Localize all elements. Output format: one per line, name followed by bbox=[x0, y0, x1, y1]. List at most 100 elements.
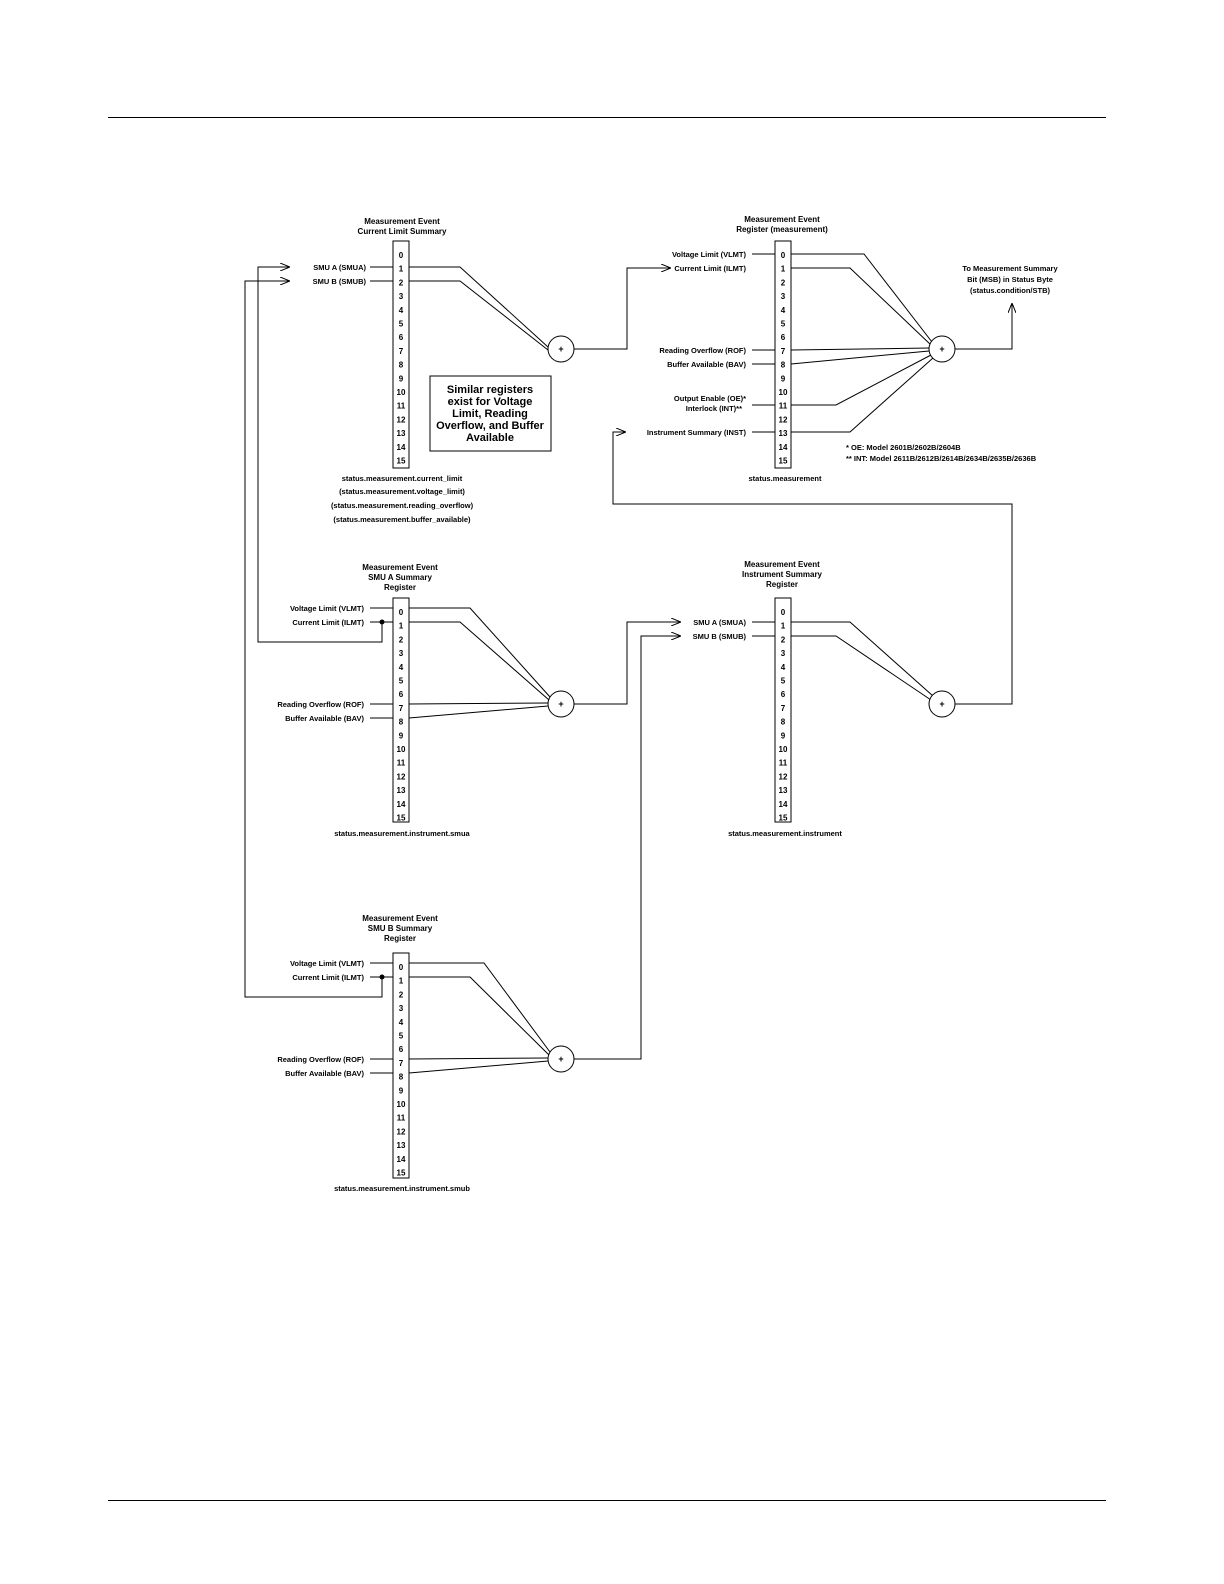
current-limit-to-measurement-wire bbox=[574, 268, 670, 350]
destination-line-3: (status.condition/STB) bbox=[970, 286, 1050, 295]
smub-ilmt-feedback-wire bbox=[244, 281, 383, 998]
instrument-bits-bit-13: 13 bbox=[779, 786, 788, 795]
current-limit-input-smub: SMU B (SMUB) bbox=[313, 277, 367, 286]
smub-bits-bit-8: 8 bbox=[399, 1073, 404, 1082]
header-rule bbox=[108, 117, 1106, 118]
instrument-bits-bit-4: 4 bbox=[781, 663, 786, 672]
current-limit-bits-bit-0: 0 bbox=[399, 251, 404, 260]
current-limit-register: Measurement Event Current Limit Summary … bbox=[313, 217, 575, 524]
smua-bits-bit-4: 4 bbox=[399, 663, 404, 672]
current-limit-input-smua: SMU A (SMUA) bbox=[313, 263, 366, 272]
smub-title-1: Measurement Event bbox=[362, 914, 438, 923]
current-limit-or-symbol: + bbox=[558, 344, 563, 354]
smua-bits-bit-14: 14 bbox=[397, 800, 406, 809]
measurement-bits-bit-7: 7 bbox=[781, 347, 786, 356]
measurement-register-name: status.measurement bbox=[749, 474, 822, 483]
measurement-bits-bit-13: 13 bbox=[779, 429, 788, 438]
current-limit-register-name: status.measurement.current_limit bbox=[342, 474, 463, 483]
measurement-bits-bit-3: 3 bbox=[781, 292, 786, 301]
instrument-bits-bit-1: 1 bbox=[781, 622, 786, 631]
smua-bits-bit-6: 6 bbox=[399, 690, 404, 699]
current-limit-bit-box bbox=[392, 240, 410, 469]
measurement-bits-bit-10: 10 bbox=[779, 388, 788, 397]
instrument-bits-bit-3: 3 bbox=[781, 649, 786, 658]
current-limit-bits-bit-12: 12 bbox=[397, 415, 406, 424]
measurement-bits-bit-0: 0 bbox=[781, 251, 786, 260]
instrument-bits-bit-14: 14 bbox=[779, 800, 788, 809]
smua-input-rof: Reading Overflow (ROF) bbox=[277, 700, 364, 709]
instrument-bits-bit-10: 10 bbox=[779, 745, 788, 754]
smub-to-instrument-wire bbox=[574, 636, 680, 1060]
measurement-bits-bit-1: 1 bbox=[781, 265, 786, 274]
measurement-input-int: Interlock (INT)** bbox=[686, 404, 742, 413]
smub-bits-bit-7: 7 bbox=[399, 1059, 404, 1068]
measurement-bits-bit-9: 9 bbox=[781, 374, 786, 383]
instrument-input-smua: SMU A (SMUA) bbox=[693, 618, 746, 627]
instrument-bits-bit-2: 2 bbox=[781, 635, 786, 644]
footnote-oe: * OE: Model 2601B/2602B/2604B bbox=[846, 443, 961, 452]
smua-register: Measurement Event SMU A Summary Register… bbox=[277, 563, 575, 838]
instrument-bits-bit-11: 11 bbox=[779, 759, 788, 768]
destination-line-1: To Measurement Summary bbox=[962, 264, 1058, 273]
smua-bits-bit-7: 7 bbox=[399, 704, 404, 713]
destination-line-2: Bit (MSB) in Status Byte bbox=[967, 275, 1053, 284]
instrument-bits-bit-7: 7 bbox=[781, 704, 786, 713]
smua-to-instrument-wire bbox=[574, 622, 680, 705]
similar-note-line-1: Similar registers bbox=[447, 384, 533, 396]
instrument-bits-bit-8: 8 bbox=[781, 718, 786, 727]
smua-bit-box bbox=[392, 597, 410, 823]
current-limit-title-1: Measurement Event bbox=[364, 217, 440, 226]
smua-bits-bit-3: 3 bbox=[399, 649, 404, 658]
voltage-limit-register-name: (status.measurement.voltage_limit) bbox=[339, 487, 465, 496]
measurement-input-vlmt: Voltage Limit (VLMT) bbox=[672, 250, 747, 259]
smub-input-bav: Buffer Available (BAV) bbox=[285, 1069, 364, 1078]
measurement-bits-bit-5: 5 bbox=[781, 320, 786, 329]
current-limit-title-2: Current Limit Summary bbox=[358, 227, 447, 236]
smub-bits-bit-4: 4 bbox=[399, 1018, 404, 1027]
current-limit-bits-bit-14: 14 bbox=[397, 443, 406, 452]
measurement-input-bav: Buffer Available (BAV) bbox=[667, 360, 746, 369]
buffer-available-register-name: (status.measurement.buffer_available) bbox=[333, 515, 471, 524]
smub-bits-bit-10: 10 bbox=[397, 1100, 406, 1109]
current-limit-bits-bit-5: 5 bbox=[399, 320, 404, 329]
measurement-bits-bit-11: 11 bbox=[779, 402, 788, 411]
smub-bits-bit-9: 9 bbox=[399, 1086, 404, 1095]
measurement-bits-bit-4: 4 bbox=[781, 306, 786, 315]
instrument-bits-bit-15: 15 bbox=[779, 814, 788, 823]
footnote-int: ** INT: Model 2611B/2612B/2614B/2634B/26… bbox=[846, 454, 1037, 463]
smub-bits-bit-0: 0 bbox=[399, 963, 404, 972]
similar-note-line-4: Overflow, and Buffer bbox=[436, 420, 544, 432]
smua-register-name: status.measurement.instrument.smua bbox=[334, 829, 470, 838]
smua-or-symbol: + bbox=[558, 699, 563, 709]
current-limit-bits-bit-1: 1 bbox=[399, 265, 404, 274]
instrument-title-1: Measurement Event bbox=[744, 560, 820, 569]
smub-bits-bit-3: 3 bbox=[399, 1004, 404, 1013]
smua-input-vlmt: Voltage Limit (VLMT) bbox=[290, 604, 365, 613]
current-limit-bits-bit-15: 15 bbox=[397, 457, 406, 466]
instrument-bits-bit-9: 9 bbox=[781, 731, 786, 740]
measurement-bits-bit-2: 2 bbox=[781, 278, 786, 287]
measurement-input-inst: Instrument Summary (INST) bbox=[647, 428, 747, 437]
smua-bits-bit-8: 8 bbox=[399, 718, 404, 727]
smua-title-2: SMU A Summary bbox=[368, 573, 432, 582]
smua-bits-bit-12: 12 bbox=[397, 772, 406, 781]
smub-input-ilmt: Current Limit (ILMT) bbox=[292, 973, 364, 982]
similar-registers-note: Similar registers exist for Voltage Limi… bbox=[429, 375, 552, 452]
measurement-input-ilmt: Current Limit (ILMT) bbox=[674, 264, 746, 273]
smua-title-3: Register bbox=[384, 583, 416, 592]
smua-ilmt-feedback-wire bbox=[257, 267, 383, 643]
instrument-or-symbol: + bbox=[939, 699, 944, 709]
smua-input-bav: Buffer Available (BAV) bbox=[285, 714, 364, 723]
measurement-input-rof: Reading Overflow (ROF) bbox=[659, 346, 746, 355]
smua-bits-bit-10: 10 bbox=[397, 745, 406, 754]
smub-bits-bit-1: 1 bbox=[399, 977, 404, 986]
current-limit-bits-bit-4: 4 bbox=[399, 306, 404, 315]
smua-bits-bit-0: 0 bbox=[399, 608, 404, 617]
smub-bits-bit-5: 5 bbox=[399, 1032, 404, 1041]
instrument-bits-bit-12: 12 bbox=[779, 772, 788, 781]
current-limit-bits-bit-2: 2 bbox=[399, 278, 404, 287]
